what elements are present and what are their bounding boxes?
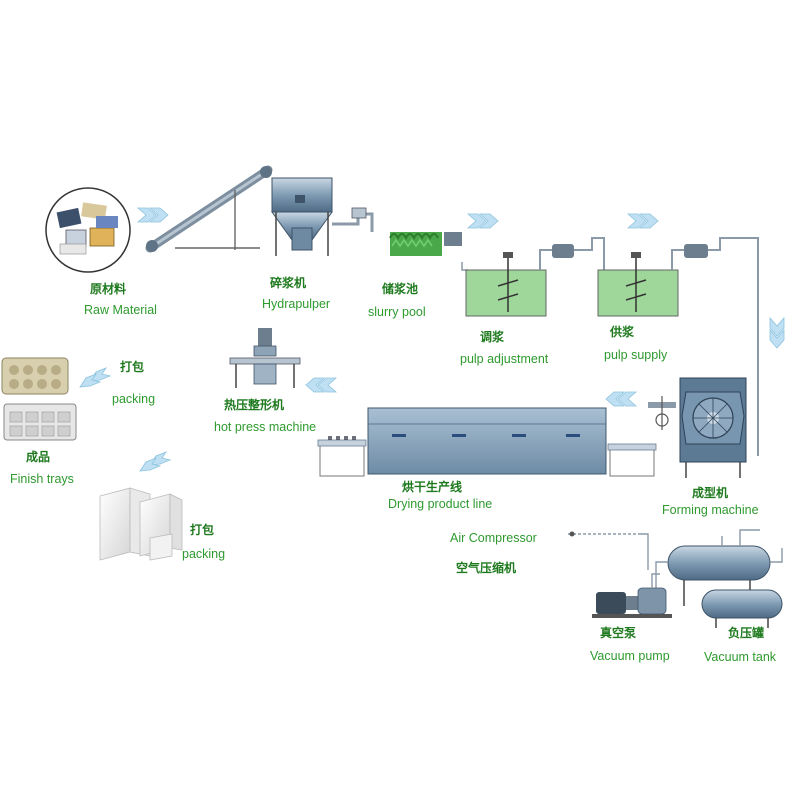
hydrapulper-label-zh: 碎浆机 [270,276,307,290]
packing-bottom-label-zh: 打包 [190,523,215,537]
pulp-supply-label-en: pulp supply [604,348,668,362]
hot-press-label-zh: 热压整形机 [224,398,285,412]
packed-boxes-icon [99,487,183,561]
mixing-tank-icon [597,237,759,456]
vacuum-tank-label-zh: 负压罐 [728,626,765,640]
raw-material-label-en: Raw Material [84,303,157,317]
vacuum-tank-label-en: Vacuum tank [704,650,777,664]
raw-material-label-zh: 原材料 [90,282,127,296]
hot-press-icon [229,328,301,388]
raw-material-image [45,187,131,273]
flow-arrow-icon [466,213,499,229]
pulp-adjustment-label-en: pulp adjustment [460,352,549,366]
drying-line-label-en: Drying product line [388,497,493,511]
flow-arrow-icon [136,207,169,223]
egg-tray-stack-icon [1,357,77,441]
vacuum-pump-label-en: Vacuum pump [590,649,670,663]
drying-line-label-zh: 烘干生产线 [402,480,463,494]
conveyor-icon [145,165,273,253]
hot-press-label-en: hot press machine [214,420,317,434]
forming-machine-icon [648,377,747,478]
mixing-tank-icon [465,237,605,317]
flow-arrow-icon [769,316,785,349]
flow-arrow-icon [605,391,638,407]
air-compressor-label-zh: 空气压缩机 [456,561,517,575]
packing-top-label-zh: 打包 [120,360,145,374]
packing-bottom-label-en: packing [182,547,226,561]
finish-trays-label-en: Finish trays [10,472,74,486]
vacuum-pump-label-zh: 真空泵 [600,626,637,640]
flow-arrow-icon [626,213,659,229]
slurry-pool-label-en: slurry pool [368,305,426,319]
hydrapulper-label-en: Hydrapulper [262,297,331,311]
slurry-pool-icon [389,232,462,256]
flow-arrow-icon [79,367,172,472]
vacuum-tank-icon [655,529,783,628]
flow-arrow-icon [305,377,338,393]
pulp-adjustment-label-zh: 调浆 [480,330,505,344]
air-compressor-icon [568,531,649,570]
hydrapulper-icon [271,177,374,256]
slurry-pool-label-zh: 储浆池 [382,282,419,296]
pulp-supply-label-zh: 供浆 [610,325,635,339]
drying-line-icon [317,407,657,477]
air-compressor-label-en: Air Compressor [450,531,537,545]
packing-top-label-en: packing [112,392,156,406]
vacuum-pump-icon [592,573,672,618]
finish-trays-label-zh: 成品 [26,450,51,464]
forming-machine-label-zh: 成型机 [692,486,729,500]
forming-machine-label-en: Forming machine [662,503,759,517]
